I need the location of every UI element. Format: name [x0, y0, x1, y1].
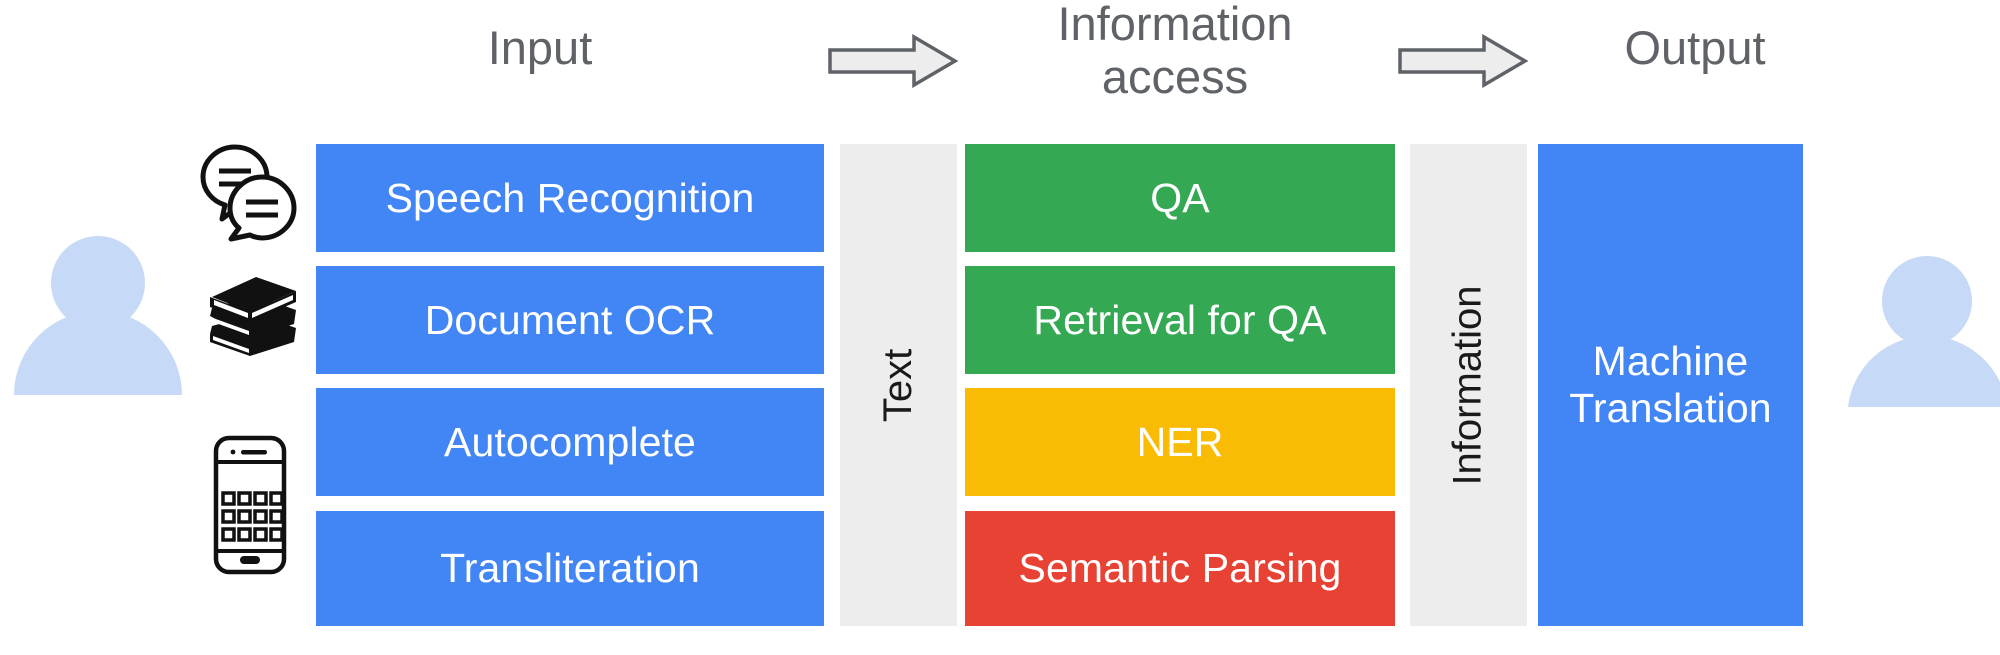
input-task-document-ocr[interactable]: Document OCR	[316, 266, 824, 374]
information-channel-column: Information	[1410, 144, 1527, 626]
right-user-person-icon	[1848, 256, 2000, 407]
icon-cell-speech-recognition	[195, 140, 305, 245]
header-input-label: Input	[487, 21, 593, 74]
text-channel-column: Text	[840, 144, 957, 626]
output-label-line1: Machine	[1592, 338, 1749, 385]
header-information-access-line2: access	[1101, 49, 1249, 103]
left-user-person-icon	[14, 236, 182, 395]
speech-bubbles-icon	[200, 144, 297, 241]
input-task-transliteration[interactable]: Transliteration	[316, 511, 824, 626]
text-channel-label: Text	[875, 348, 920, 422]
icon-cell-transliteration	[195, 430, 305, 580]
header-output-label: Output	[1624, 21, 1766, 74]
information-task-semantic-parsing[interactable]: Semantic Parsing	[965, 511, 1395, 626]
arrow-input-to-information-icon	[828, 34, 958, 88]
icon-cell-document-ocr	[195, 265, 305, 370]
output-task-machine-translation[interactable]: Machine Translation	[1538, 144, 1803, 626]
header-information-access-line1: Information	[1057, 0, 1293, 50]
information-task-ner[interactable]: NER	[965, 388, 1395, 496]
information-task-retrieval-for-qa[interactable]: Retrieval for QA	[965, 266, 1395, 374]
stack-of-books-icon	[210, 276, 296, 356]
header-information-access-label: Information access	[1010, 0, 1340, 103]
arrow-information-to-output-icon	[1398, 34, 1528, 88]
output-label-line2: Translation	[1569, 385, 1772, 431]
input-task-speech-recognition[interactable]: Speech Recognition	[316, 144, 824, 252]
information-channel-label: Information	[1446, 284, 1491, 486]
input-task-autocomplete[interactable]: Autocomplete	[316, 388, 824, 496]
information-task-qa[interactable]: QA	[965, 144, 1395, 252]
smartphone-keyboard-icon	[213, 435, 287, 575]
